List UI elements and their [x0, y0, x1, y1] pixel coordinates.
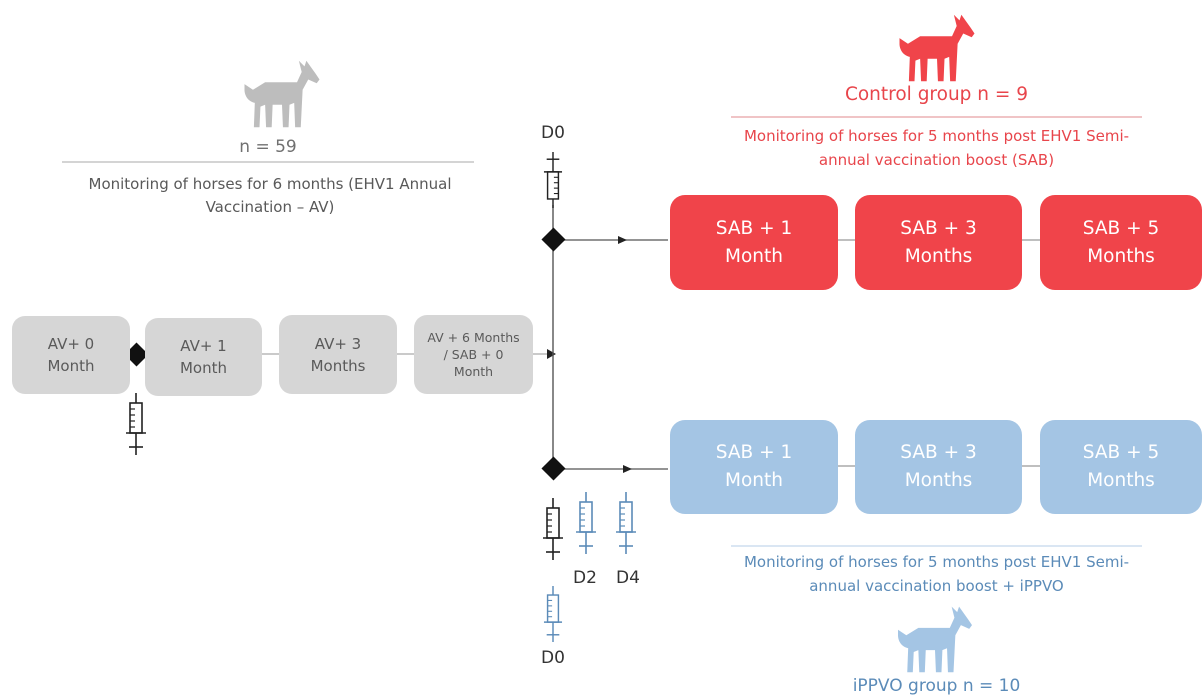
box-label-line2: Months: [310, 356, 366, 375]
left-group-description-line1: Monitoring of horses for 6 months (EHV1 …: [88, 175, 452, 193]
control-group-description-line2: annual vaccination boost (SAB): [818, 151, 1055, 169]
syringe-icon: [543, 152, 563, 208]
box-label-line1: SAB + 1: [715, 442, 793, 463]
box-label-line1: AV + 6 Months: [427, 330, 520, 345]
horse-icon: [244, 60, 320, 128]
box-label-line1: SAB + 3: [900, 442, 977, 463]
box-label-line1: SAB + 5: [1082, 442, 1160, 463]
syringe-icon: [615, 491, 637, 555]
box-label-line2: Month: [47, 357, 95, 375]
arrow-icon: [547, 349, 556, 359]
left-group-description-line2: Vaccination – AV): [205, 198, 335, 216]
day-label-top-d0: D0: [541, 123, 565, 143]
control-group-description-line1: Monitoring of horses for 5 months post E…: [743, 127, 1130, 145]
day-label-d4: D4: [616, 568, 640, 588]
ippvo-box-sab1: SAB + 1 Month: [670, 420, 838, 514]
day-label-d2: D2: [573, 568, 597, 588]
box-label-line2: Months: [904, 245, 973, 267]
timeline-box-av1: AV+ 1 Month: [145, 318, 262, 396]
diamond-marker-icon: [541, 456, 566, 481]
ippvo-group-title: iPPVO group n = 10: [852, 676, 1021, 696]
timeline-box-av3: AV+ 3 Months: [279, 315, 397, 394]
ippvo-group-description-line2: annual vaccination boost + iPPVO: [809, 577, 1064, 595]
diamond-marker-icon: [124, 342, 149, 367]
syringe-icon: [543, 586, 563, 642]
control-box-sab3: SAB + 3 Months: [855, 195, 1022, 290]
box-label-line2: Months: [904, 470, 973, 491]
box-label-line2: Month: [725, 470, 783, 491]
box-label-line2: Months: [1087, 245, 1155, 267]
box-label-line1: SAB + 3: [900, 217, 977, 239]
ippvo-group-description-line1: Monitoring of horses for 5 months post E…: [743, 553, 1130, 571]
timeline-box-av0: AV+ 0 Month: [12, 316, 130, 394]
syringe-icon: [575, 491, 597, 555]
horse-icon: [899, 14, 975, 82]
box-label-line3: Month: [453, 364, 494, 379]
horse-icon: [898, 606, 972, 673]
syringe-icon: [125, 393, 147, 455]
ippvo-box-sab3: SAB + 3 Months: [855, 420, 1022, 514]
control-box-sab5: SAB + 5 Months: [1040, 195, 1202, 290]
control-group-title: Control group n = 9: [844, 84, 1029, 105]
box-label-line2: / SAB + 0: [443, 347, 504, 362]
arrow-icon: [618, 236, 627, 244]
day-label-bottom-d0: D0: [541, 648, 565, 668]
arrow-icon: [623, 465, 632, 473]
box-label-line1: SAB + 1: [715, 217, 793, 239]
diamond-marker-icon: [541, 227, 566, 252]
box-label-line1: AV+ 3: [314, 334, 362, 353]
box-label-line2: Months: [1087, 470, 1155, 491]
ippvo-box-sab5: SAB + 5 Months: [1040, 420, 1202, 514]
box-label-line2: Month: [725, 245, 783, 267]
box-label-line2: Month: [179, 359, 227, 377]
box-label-line1: SAB + 5: [1082, 217, 1160, 239]
left-group-n-label: n = 59: [239, 137, 297, 157]
control-box-sab1: SAB + 1 Month: [670, 195, 838, 290]
timeline-box-av6-sab0: AV + 6 Months / SAB + 0 Month: [414, 315, 533, 394]
box-label-line1: AV+ 1: [180, 337, 227, 355]
box-label-line1: AV+ 0: [47, 335, 95, 353]
syringe-icon: [542, 498, 564, 560]
